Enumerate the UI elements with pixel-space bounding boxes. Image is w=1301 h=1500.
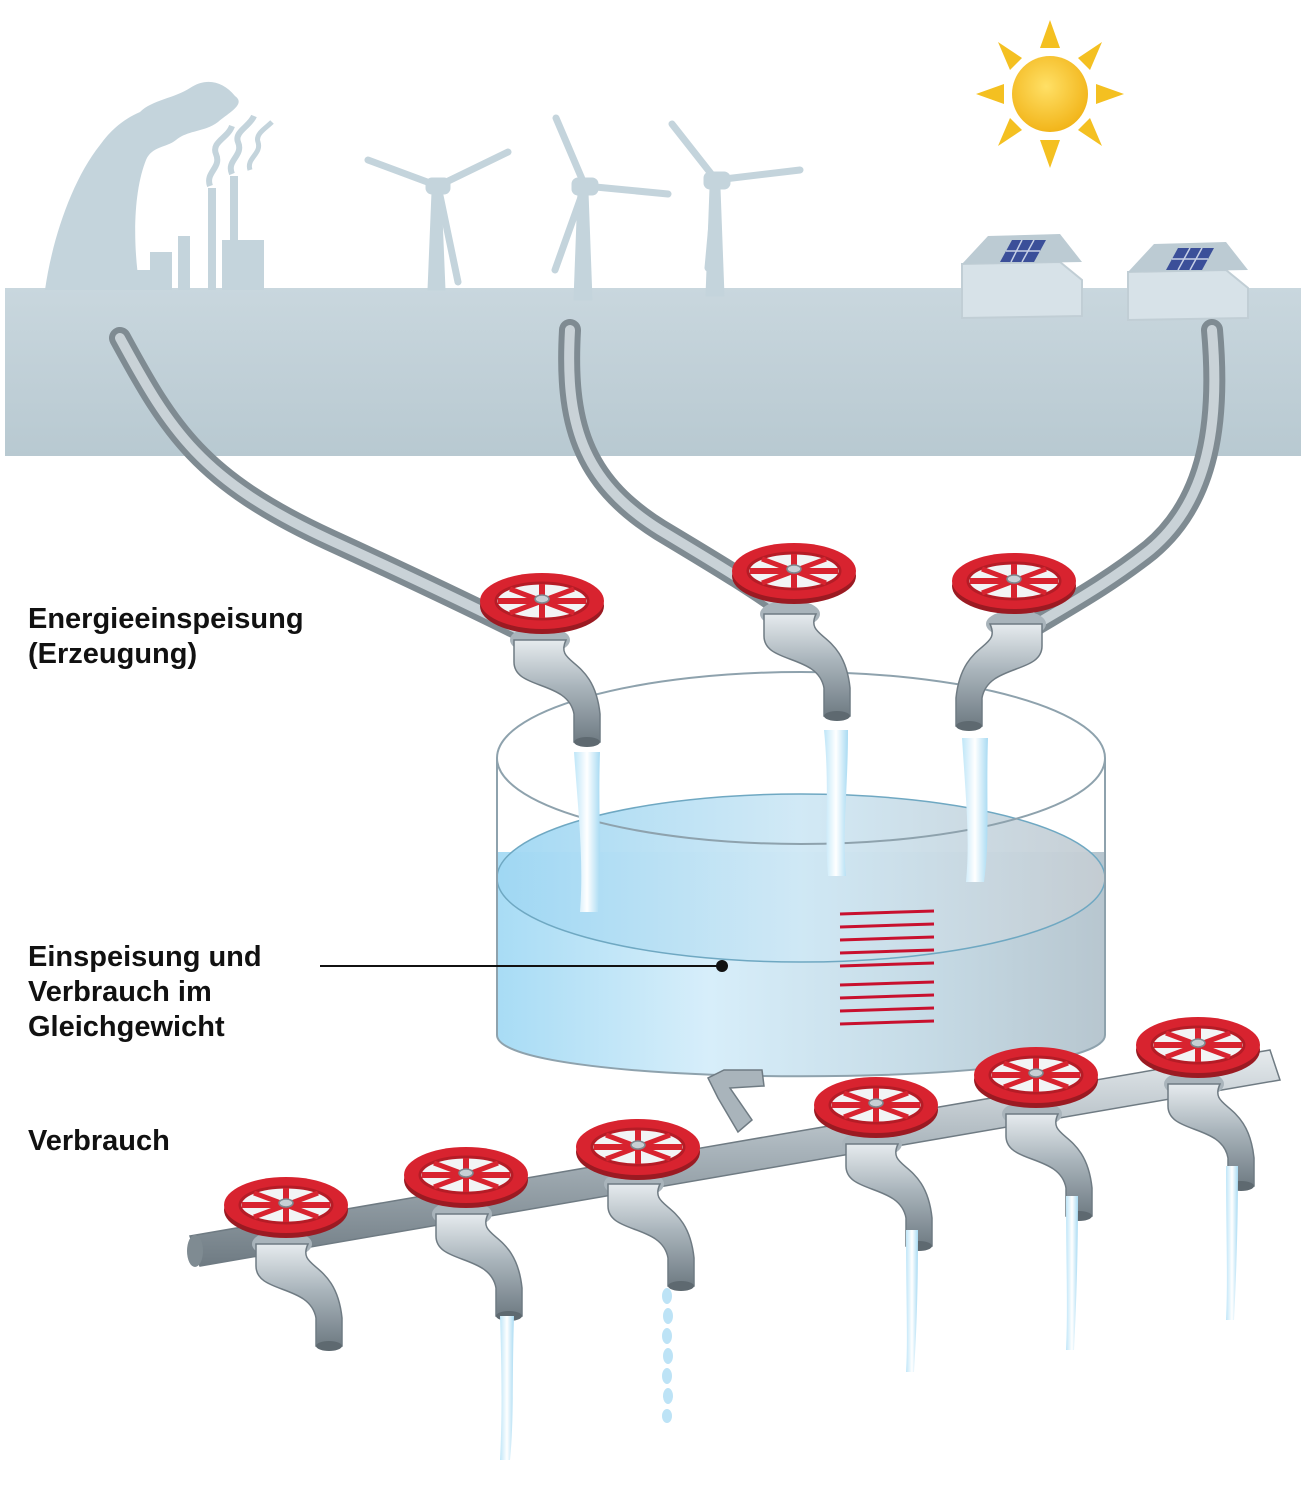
label-consumption: Verbrauch	[28, 1124, 170, 1159]
pointer-dot	[716, 960, 728, 972]
outgoing-streams	[500, 1166, 1238, 1460]
sun-icon	[976, 20, 1124, 168]
wind-turbine-icon	[668, 120, 804, 297]
label-balance: Einspeisung und Verbrauch im Gleichgewic…	[28, 940, 262, 1045]
label-balance-line-3: Gleichgewicht	[28, 1011, 225, 1043]
label-feed-in-line-2: (Erzeugung)	[28, 638, 198, 670]
ground-band	[5, 288, 1301, 456]
wind-turbine-icon	[551, 114, 672, 301]
label-balance-line-1: Einspeisung und	[28, 941, 262, 973]
level-marks	[839, 909, 935, 1026]
water-surface	[497, 794, 1105, 962]
label-balance-line-2: Verbrauch im	[28, 976, 212, 1008]
incoming-streams	[574, 730, 988, 912]
label-feed-in: Energieeinspeisung (Erzeugung)	[28, 602, 304, 672]
consumption-pipe	[187, 1049, 1281, 1267]
label-consumption-line-1: Verbrauch	[28, 1125, 170, 1157]
solar-house-icon	[961, 234, 1083, 320]
power-plant-icon	[45, 81, 274, 290]
water-tank-icon	[496, 671, 1106, 1078]
wind-turbine-icon	[364, 148, 512, 291]
label-feed-in-line-1: Energieeinspeisung	[28, 603, 304, 635]
solar-house-icon	[1127, 242, 1249, 322]
